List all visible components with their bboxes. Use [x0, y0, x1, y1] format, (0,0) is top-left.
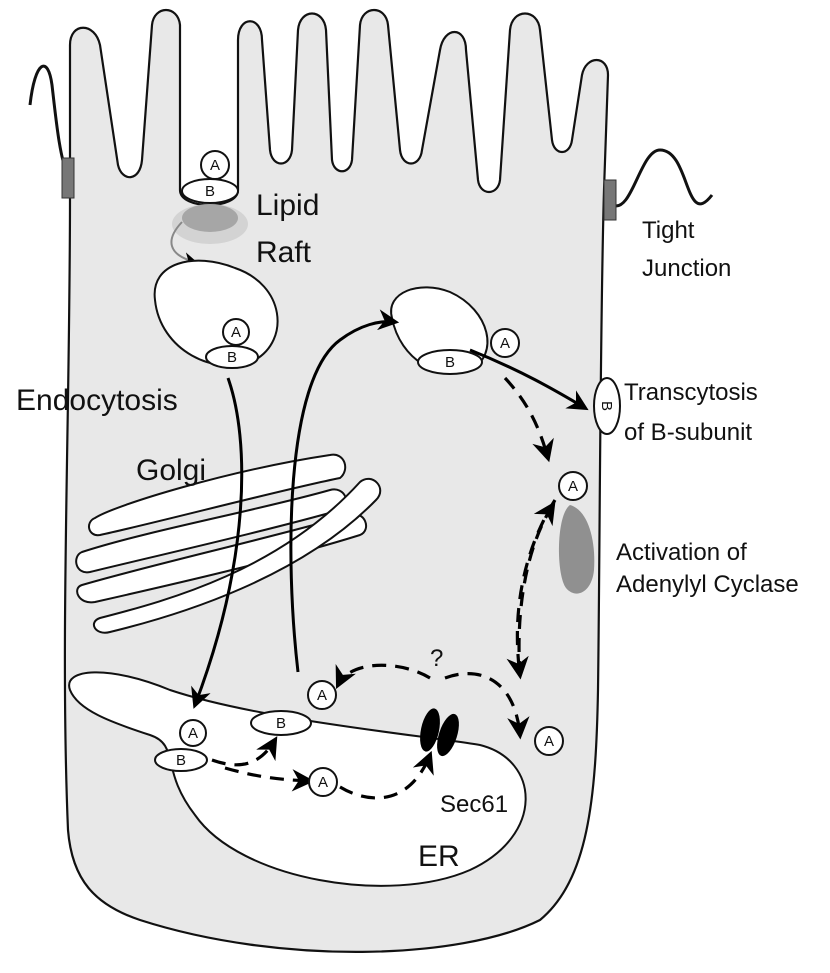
label-tight: Tight — [642, 217, 695, 244]
label-lipid: Lipid — [256, 189, 319, 222]
label-sec61: Sec61 — [440, 791, 508, 818]
svg-text:B: B — [598, 401, 615, 411]
svg-text:A: A — [231, 324, 241, 341]
svg-text:A: A — [188, 725, 198, 742]
svg-text:A: A — [318, 774, 328, 791]
lipid-raft-halo — [172, 204, 248, 244]
label-activation-1: Activation of — [616, 539, 747, 566]
tight-junction-right — [604, 180, 616, 220]
svg-text:A: A — [544, 733, 554, 750]
svg-text:A: A — [500, 335, 510, 352]
label-transcytosis-1: Transcytosis — [624, 379, 758, 406]
svg-text:A: A — [210, 157, 220, 174]
label-er: ER — [418, 840, 460, 873]
svg-text:A: A — [568, 478, 578, 495]
svg-text:B: B — [205, 183, 215, 200]
svg-text:B: B — [445, 354, 455, 371]
label-activation-2: Adenylyl Cyclase — [616, 571, 799, 598]
right-apical-membrane — [612, 150, 712, 206]
label-question: ? — [430, 645, 443, 672]
svg-text:A: A — [317, 687, 327, 704]
label-transcytosis-2: of B-subunit — [624, 419, 752, 446]
svg-text:B: B — [227, 349, 237, 366]
label-raft: Raft — [256, 236, 312, 269]
svg-text:B: B — [176, 752, 186, 769]
label-junction: Junction — [642, 255, 731, 282]
label-endocytosis: Endocytosis — [16, 384, 178, 417]
label-golgi: Golgi — [136, 454, 206, 487]
svg-text:B: B — [276, 715, 286, 732]
tight-junction-left — [62, 158, 74, 198]
